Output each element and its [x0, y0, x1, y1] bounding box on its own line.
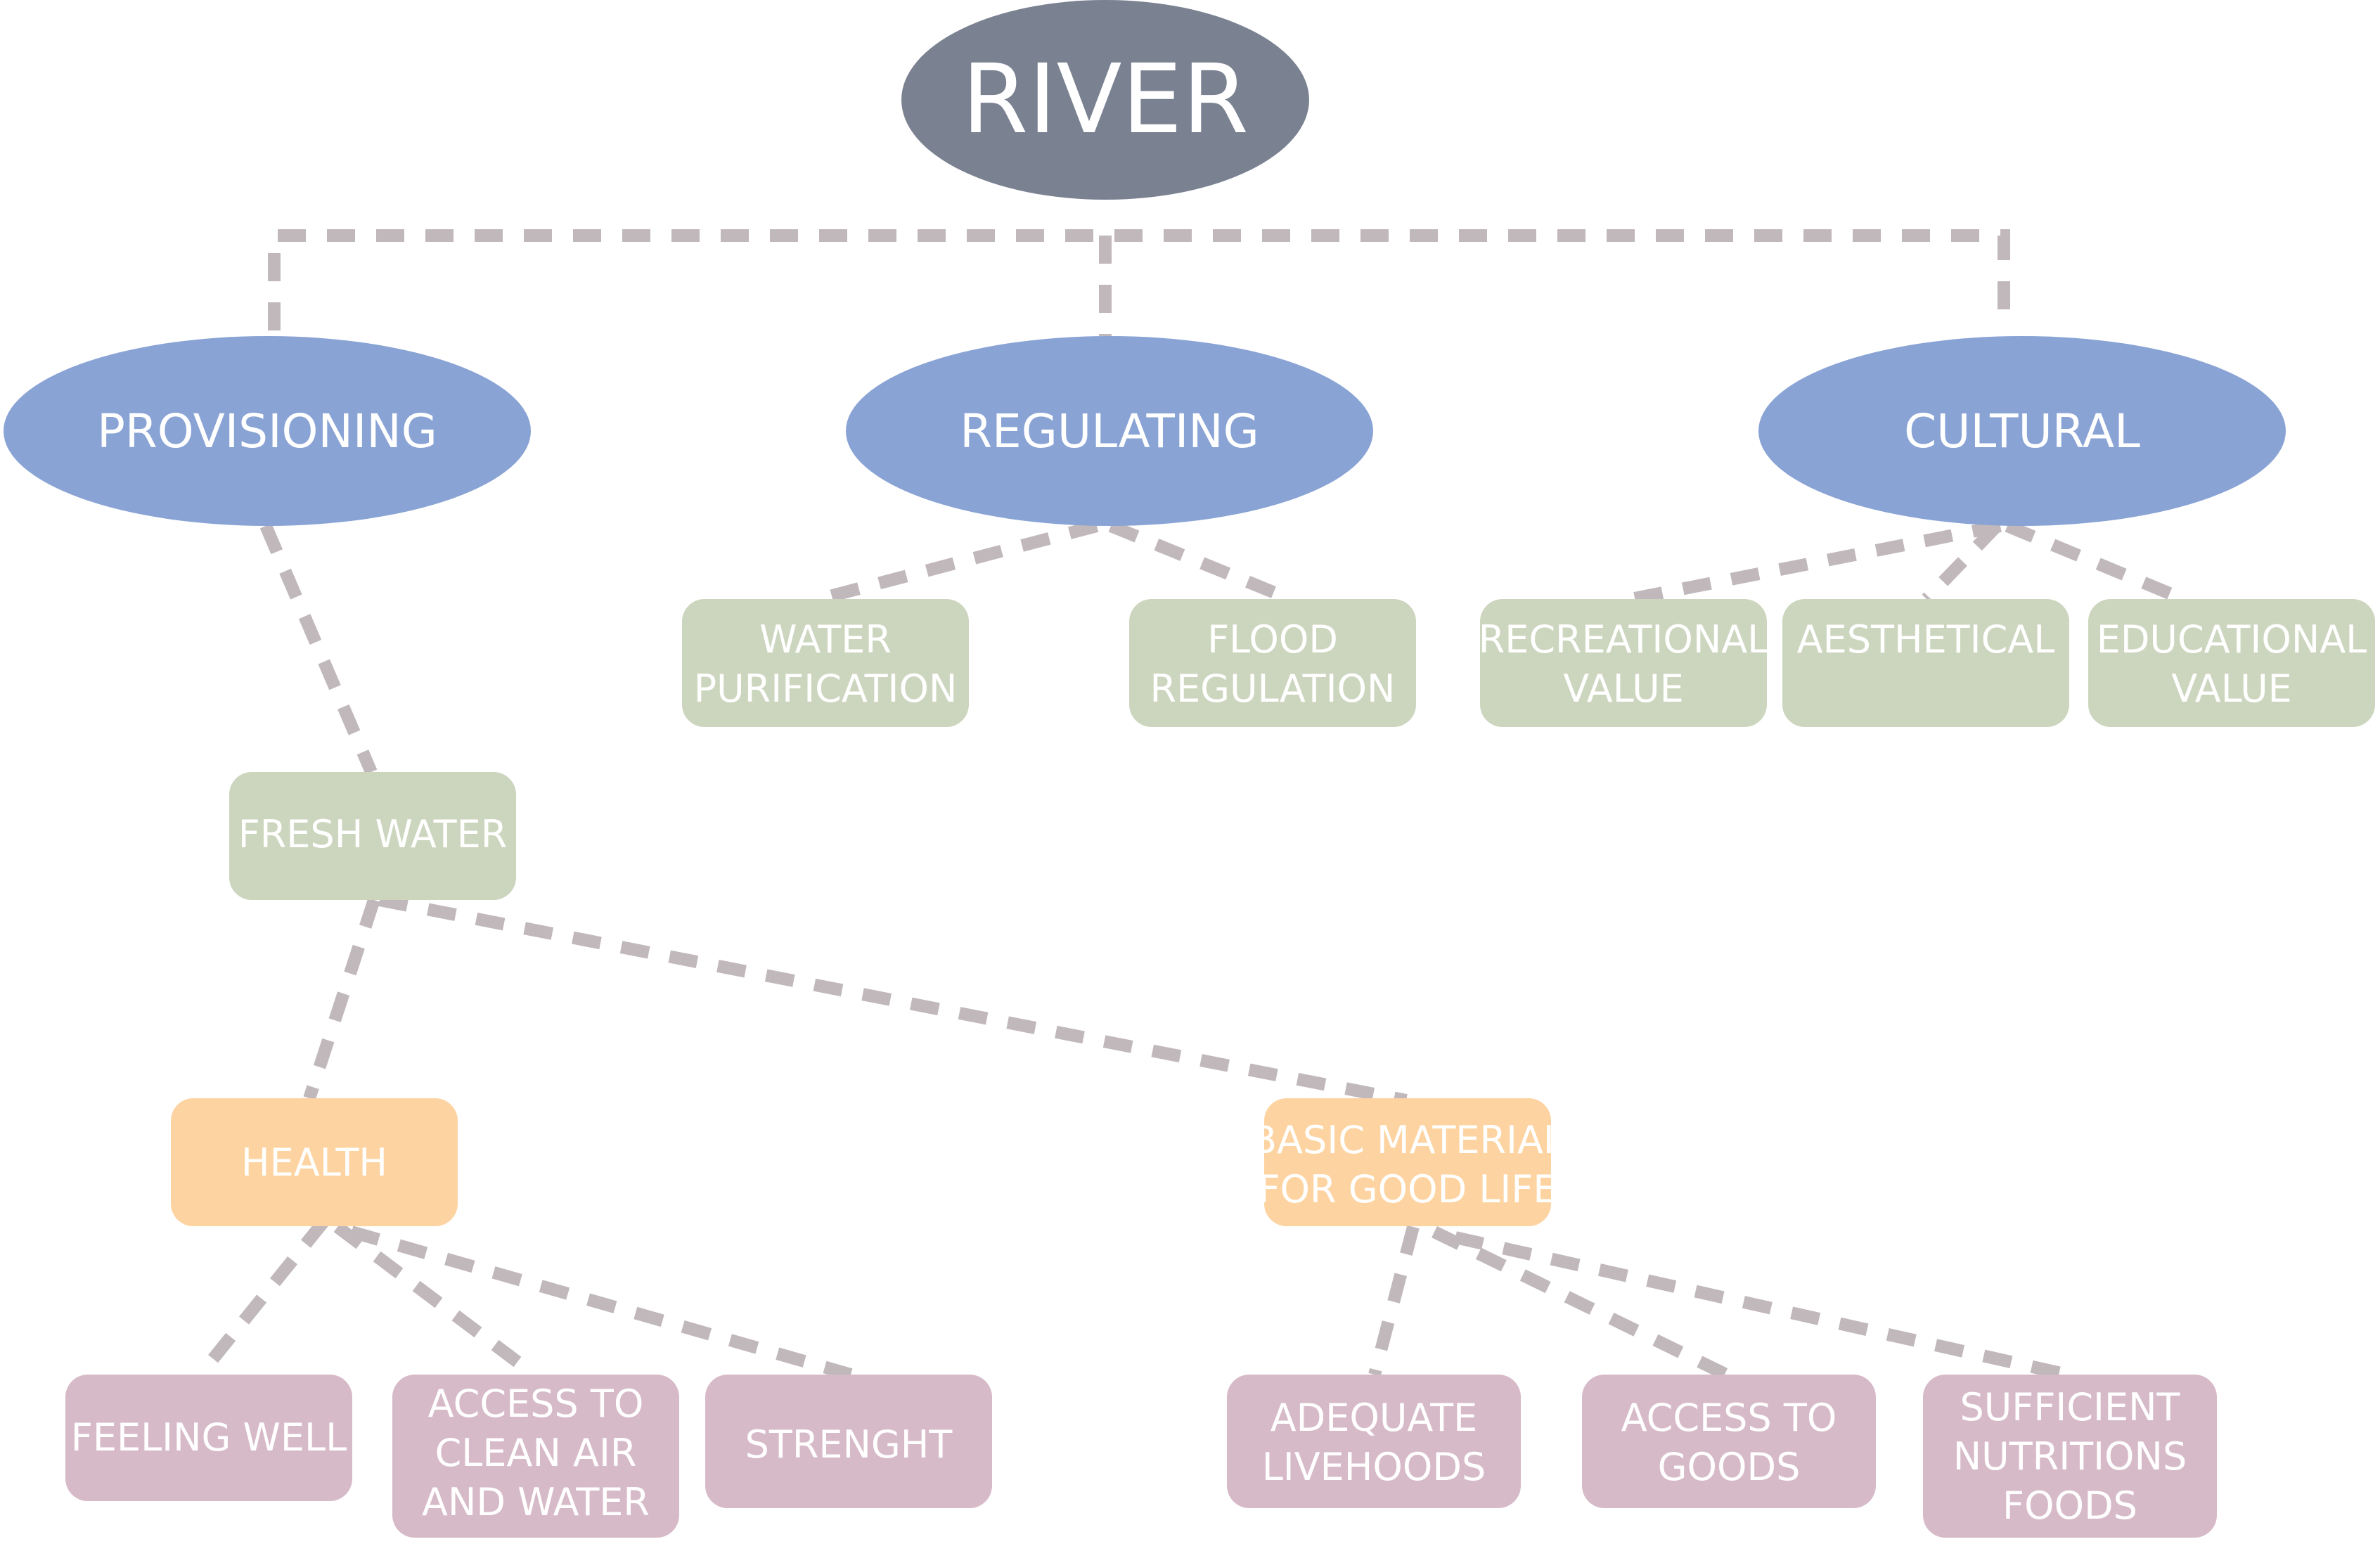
category-ellipse: [846, 336, 1373, 526]
connector-health-feeling-well: [195, 1218, 329, 1379]
service-box-bg: [2088, 599, 2375, 727]
root-label: RIVER: [962, 44, 1249, 155]
category-node-cultural: CULTURAL: [1758, 336, 2286, 526]
outcome-box-feeling-well: FEELING WELL: [65, 1375, 352, 1501]
connector-regulating-flood-regulation: [1108, 520, 1293, 605]
service-box-label: FRESH WATER: [238, 812, 508, 856]
connector-health-access-clean-air: [333, 1221, 539, 1380]
connector-regulating-water-purification: [817, 520, 1099, 605]
outcome-box-strenght: STRENGHT: [705, 1375, 992, 1508]
connector-fresh-water-health: [303, 898, 380, 1100]
connector-health-strenght: [349, 1225, 853, 1381]
category-label: PROVISIONING: [97, 404, 437, 458]
outcome-box-bg: [705, 1375, 992, 1508]
service-box-fresh-water: FRESH WATER: [229, 772, 516, 900]
connector-provisioning-fresh-water: [259, 523, 378, 775]
service-box-bg: [1782, 599, 2069, 727]
connector-fresh-water-basic-material: [378, 894, 1408, 1107]
service-box-label: AESTHETICAL: [1797, 617, 2055, 662]
service-box-bg: [1480, 599, 1767, 727]
outcome-box-bg: [1923, 1375, 2217, 1538]
benefit-box-label: HEALTH: [241, 1140, 387, 1185]
connector-cultural-aesthetical: [1922, 521, 2002, 604]
category-label: CULTURAL: [1904, 404, 2140, 458]
outcome-box-bg: [1582, 1375, 1876, 1508]
benefit-box-health: HEALTH: [171, 1098, 458, 1226]
connectors: [195, 229, 2186, 1381]
category-ellipse: [1758, 336, 2286, 526]
connector-cultural-recreational-value: [1630, 520, 2002, 605]
outcome-box-bg: [392, 1375, 679, 1538]
category-node-provisioning: PROVISIONING: [4, 336, 531, 526]
outcome-box-label: FEELING WELL: [71, 1415, 347, 1460]
connector-cultural-educational-value: [2005, 520, 2186, 605]
category-node-regulating: REGULATING: [846, 336, 1373, 526]
root-ellipse: [901, 0, 1309, 200]
benefit-box-bg: [171, 1098, 458, 1226]
category-ellipse: [4, 336, 531, 526]
outcome-box-label: STRENGHT: [745, 1422, 953, 1467]
connector-basic-material-access-goods: [1432, 1225, 1729, 1381]
category-label: REGULATING: [960, 404, 1259, 458]
connector-basic-material-adequate-livehoods: [1368, 1225, 1420, 1377]
benefit-box-bg: [1264, 1098, 1551, 1226]
service-box-bg: [682, 599, 969, 727]
service-box-bg: [1129, 599, 1416, 727]
outcome-box-bg: [65, 1375, 352, 1501]
connector-root-bus: [268, 229, 2010, 330]
outcome-box-bg: [1227, 1375, 1521, 1508]
service-box-aesthetical: AESTHETICAL: [1782, 599, 2069, 727]
service-box-bg: [229, 772, 516, 900]
root-node: RIVER: [901, 0, 1309, 200]
connector-basic-material-sufficient-foods: [1454, 1231, 2069, 1381]
